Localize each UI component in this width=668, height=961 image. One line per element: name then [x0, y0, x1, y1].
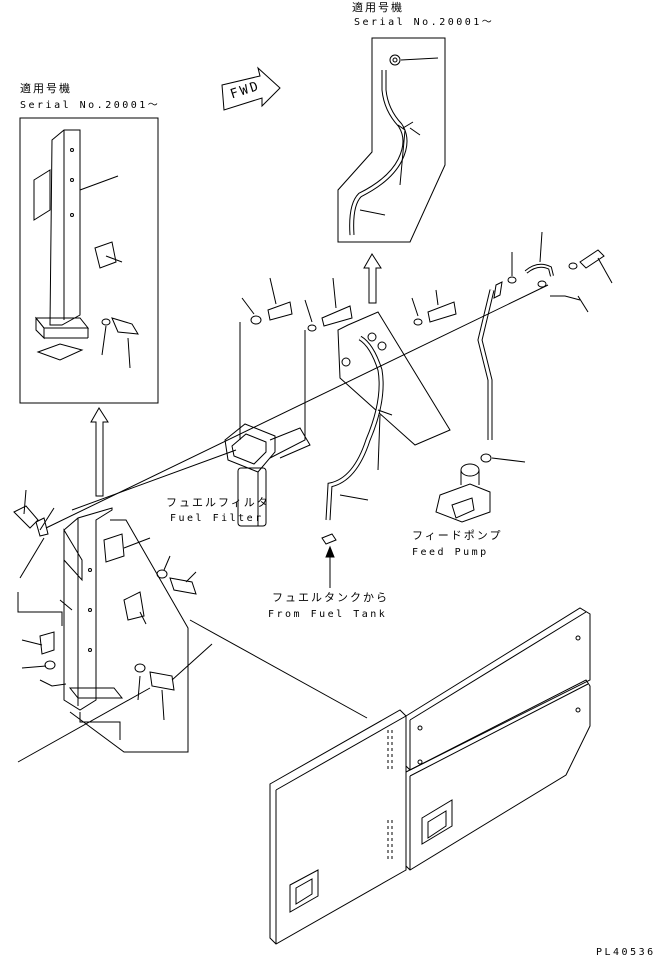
- arrow-up-top: [363, 253, 382, 304]
- fuel-filter: [224, 423, 311, 527]
- from-tank-jp-label: フュエルタンクから: [272, 591, 389, 604]
- feed-pump-en-label: Feed Pump: [412, 547, 489, 558]
- fwd-arrow-icon: [221, 66, 281, 111]
- top-detail-frame: [337, 37, 446, 243]
- arrow-from-tank: [325, 545, 335, 588]
- drawing-code: PL40536: [596, 947, 656, 958]
- top-serial-label: Serial No.20001〜: [354, 17, 495, 28]
- arrow-up-left: [90, 407, 109, 497]
- from-tank-en-label: From Fuel Tank: [268, 609, 388, 620]
- fuel-filter-en-label: Fuel Filter: [170, 513, 264, 524]
- top-right-fittings: [507, 231, 613, 313]
- tank-fitting: [321, 533, 337, 545]
- feed-pump-jp-label: フィードポンプ: [412, 529, 503, 542]
- fuel-pipe: [325, 311, 451, 521]
- left-applicable-label: 適用号機: [20, 82, 72, 95]
- top-applicable-label: 適用号機: [352, 1, 404, 14]
- main-bracket: [13, 489, 213, 763]
- left-serial-label: Serial No.20001〜: [20, 100, 161, 111]
- middle-bolts: [239, 277, 457, 459]
- left-detail-frame: [19, 117, 159, 404]
- assembly-lines: [45, 284, 549, 719]
- fuel-filter-jp-label: フュエルフィルタ: [166, 496, 270, 509]
- cover-panels: [269, 607, 591, 945]
